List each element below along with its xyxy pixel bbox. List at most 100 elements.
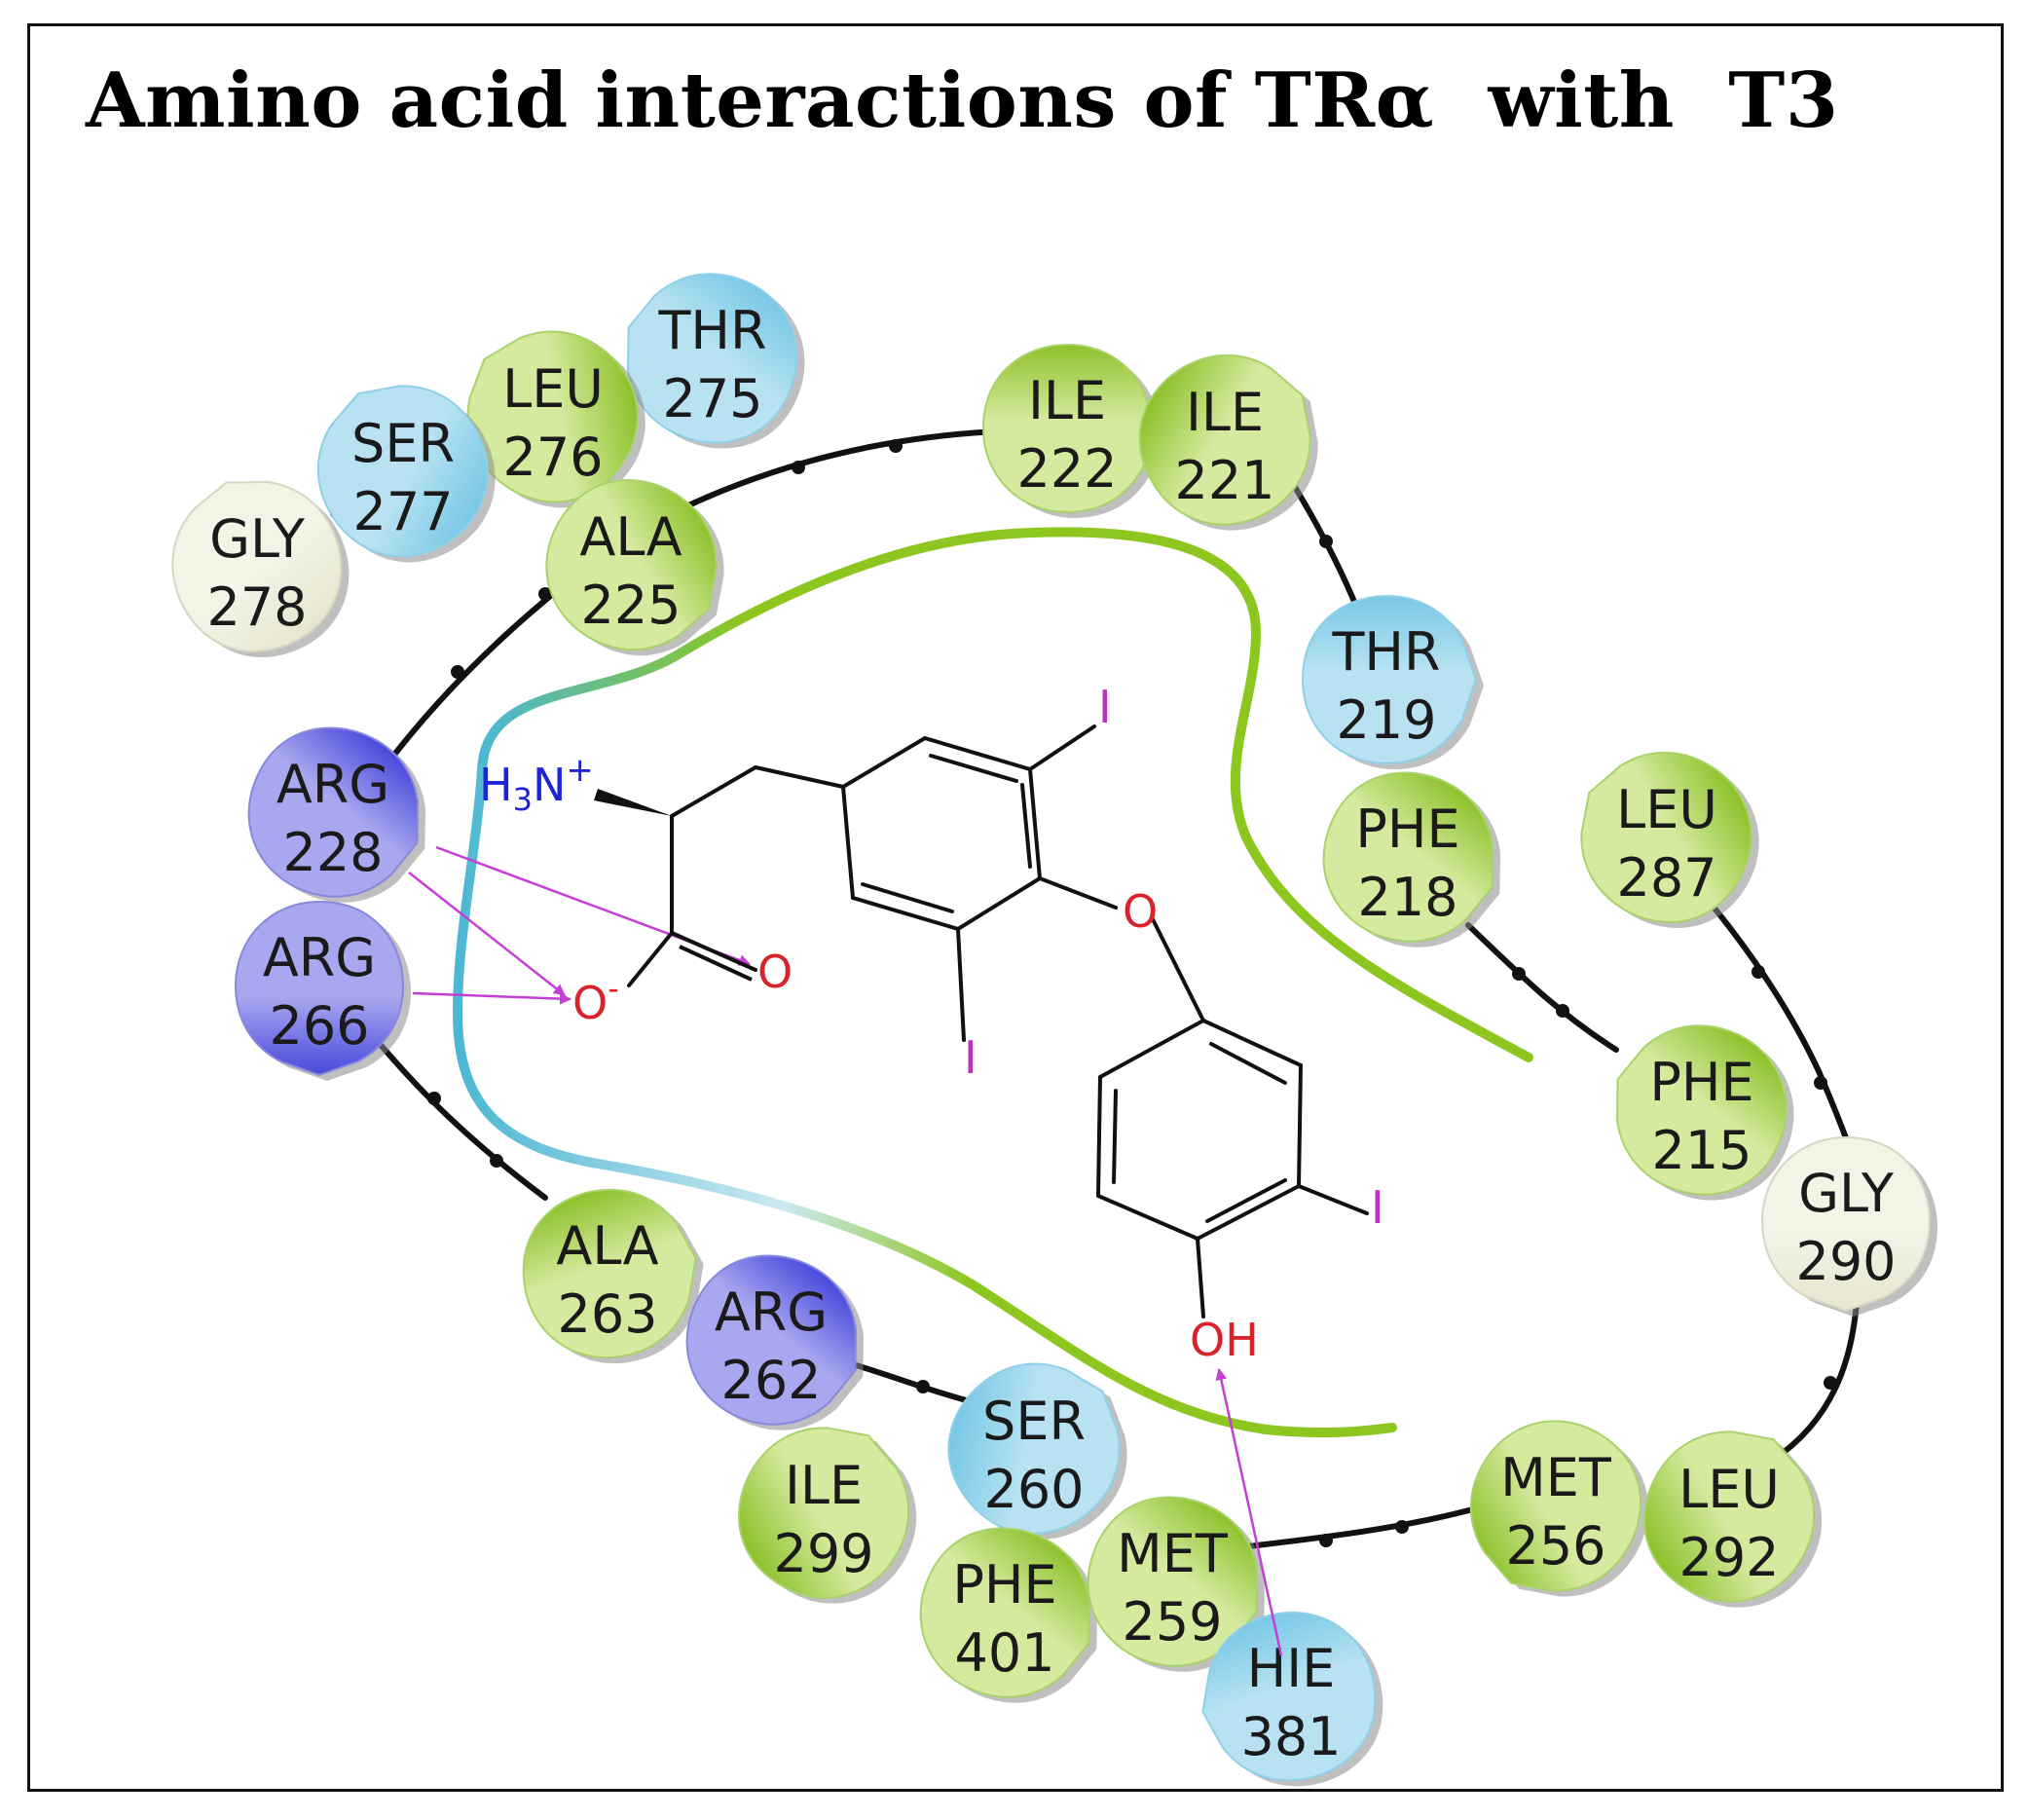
backbone-segment — [1465, 922, 1619, 1053]
ligand-bond — [956, 927, 966, 1042]
ligand-bond — [1205, 1178, 1287, 1223]
backbone-node — [889, 439, 903, 453]
backbone-segment — [1292, 484, 1362, 616]
residue-shape — [1322, 771, 1493, 943]
hbond-hie381-hydroxyl — [1215, 1368, 1283, 1656]
ligand-bond — [670, 765, 757, 818]
ligand-bond — [1209, 1042, 1287, 1085]
backbone-node — [792, 461, 805, 474]
residue-name: ARG — [263, 927, 376, 988]
residue-name: SER — [982, 1391, 1086, 1452]
atom-hydroxyl: OH — [1190, 1314, 1259, 1366]
backbone-node — [1751, 965, 1765, 979]
pocket-outline-top — [477, 527, 1533, 1062]
residue-shape — [1201, 1612, 1377, 1782]
ligand-bond — [754, 765, 845, 789]
residue-number: 225 — [580, 575, 681, 636]
residue-name: PHE — [1355, 799, 1459, 860]
ligand-bond — [929, 754, 1018, 783]
residue-ala225: ALA 225 — [545, 478, 724, 656]
atom-carboxylate-oxygen: O- — [572, 970, 619, 1029]
residue-number: 221 — [1174, 450, 1274, 511]
backbone-node — [538, 587, 552, 601]
residue-number: 218 — [1357, 867, 1457, 928]
residue-ile221: ILE 221 — [1138, 353, 1318, 531]
residue-name: LEU — [1616, 779, 1717, 840]
residue-name: LEU — [1678, 1459, 1780, 1520]
residue-name: ARG — [277, 754, 389, 815]
residue-shape — [522, 1188, 697, 1358]
residue-name: ALA — [556, 1215, 658, 1277]
backbone-node — [451, 665, 464, 679]
atom-ether-oxygen: O — [1123, 885, 1158, 938]
backbone-node — [1319, 1534, 1333, 1547]
ligand-bond — [1196, 1184, 1301, 1241]
residue-number: 262 — [720, 1350, 821, 1411]
residue-name: GLY — [1798, 1163, 1895, 1224]
ligand-bond — [1297, 1184, 1369, 1215]
residue-shape — [947, 1362, 1121, 1535]
ligand-bond — [1151, 917, 1205, 1022]
residue-name: ILE — [1186, 382, 1264, 443]
backbone-node — [1512, 967, 1526, 981]
residue-name: ARG — [715, 1281, 828, 1343]
residue-arg262: ARG 262 — [685, 1254, 864, 1430]
ligand-bond — [1096, 1075, 1102, 1198]
residue-number: 381 — [1240, 1706, 1341, 1767]
backbone-node — [1824, 1376, 1837, 1390]
ligand-bond — [1096, 1194, 1199, 1241]
residue-shape — [171, 481, 343, 652]
backbone-node — [427, 1092, 441, 1105]
residue-shape — [1760, 1135, 1932, 1313]
backbone-node — [1556, 1004, 1569, 1018]
residue-number: 263 — [557, 1283, 657, 1345]
ligand-bond — [841, 736, 927, 789]
residue-number: 275 — [662, 368, 762, 429]
atom-iodine-top: I — [1098, 681, 1112, 733]
backbone-segment — [1245, 1504, 1483, 1549]
residue-name: PHE — [1649, 1052, 1753, 1113]
residue-number: 260 — [983, 1459, 1084, 1520]
residue-number: 287 — [1616, 847, 1716, 909]
residue-leu287: LEU 287 — [1580, 751, 1759, 929]
residue-shape — [1580, 751, 1752, 924]
ligand-bond — [627, 931, 674, 987]
residue-number: 401 — [954, 1622, 1054, 1684]
ligand-bond — [841, 785, 855, 900]
backbone-node — [916, 1380, 930, 1393]
ligand-bond — [1098, 1019, 1205, 1079]
residue-ser260: SER 260 — [947, 1362, 1127, 1540]
ligand-bonds — [594, 724, 1369, 1319]
residue-shape — [545, 478, 718, 651]
backbone-node — [490, 1154, 503, 1168]
backbone-node — [1319, 535, 1333, 548]
residue-phe218: PHE 218 — [1322, 771, 1500, 947]
residue-name: THR — [1331, 621, 1440, 683]
ligand-bond — [1028, 767, 1042, 880]
salt-bridge-arg266 — [412, 991, 572, 1005]
ligand-wedge-bond — [594, 789, 672, 816]
residue-number: 290 — [1795, 1231, 1896, 1292]
residue-arg228: ARG 228 — [247, 726, 425, 903]
atom-carbonyl-oxygen: O — [757, 946, 793, 998]
ligand-bond — [1196, 1237, 1205, 1319]
residue-name: SER — [351, 413, 455, 474]
residue-name: ALA — [579, 506, 682, 568]
residue-name: ILE — [785, 1455, 863, 1516]
residue-gly290: GLY 290 — [1760, 1135, 1937, 1317]
ligand-bond — [851, 896, 960, 931]
ligand-bond — [861, 882, 954, 913]
residue-shape — [1469, 1420, 1642, 1592]
residue-shape — [1642, 1430, 1816, 1603]
residue-number: 276 — [502, 427, 603, 488]
residue-shape — [1087, 1496, 1258, 1667]
residue-number: 228 — [282, 822, 383, 883]
